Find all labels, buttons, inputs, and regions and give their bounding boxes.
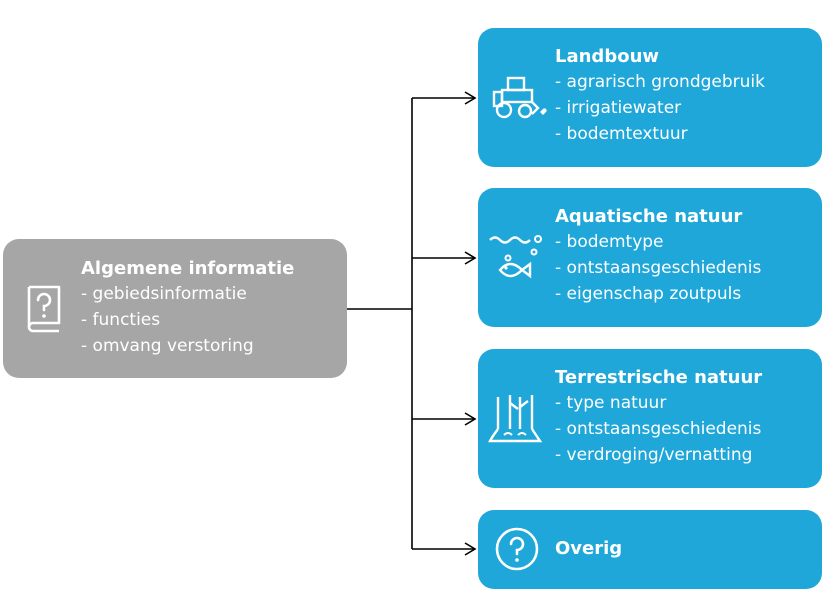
book-question-icon (23, 283, 65, 337)
category-text: Aquatische natuur - bodemtype - ontstaan… (555, 205, 761, 307)
list-item: - type natuur (555, 393, 667, 413)
category-title: Aquatische natuur (555, 206, 743, 227)
category-title: Overig (555, 538, 623, 559)
category-title: Terrestrische natuur (555, 367, 763, 388)
general-info-text: Algemene informatie - gebiedsinformatie … (81, 257, 294, 359)
list-item: - ontstaansgeschiedenis (555, 258, 762, 278)
list-item: - gebiedsinformatie (81, 284, 247, 304)
fish-water-icon (488, 228, 548, 292)
category-text: Overig (555, 537, 622, 561)
question-circle-icon (494, 526, 540, 576)
category-box-landbouw: Landbouw - agrarisch grondgebruik - irri… (478, 28, 822, 167)
category-box-terrestrische-natuur: Terrestrische natuur - type natuur - ont… (478, 349, 822, 488)
category-box-aquatische-natuur: Aquatische natuur - bodemtype - ontstaan… (478, 188, 822, 327)
tree-stump-icon (488, 391, 544, 451)
list-item: - bodemtextuur (555, 124, 688, 144)
list-item: - omvang verstoring (81, 336, 254, 356)
tractor-icon (492, 74, 548, 126)
list-item: - verdroging/vernatting (555, 445, 753, 465)
category-text: Landbouw - agrarisch grondgebruik - irri… (555, 45, 765, 147)
general-info-title: Algemene informatie (81, 258, 295, 279)
general-info-box: Algemene informatie - gebiedsinformatie … (3, 239, 347, 378)
list-item: - functies (81, 310, 161, 330)
category-title: Landbouw (555, 46, 660, 67)
list-item: - ontstaansgeschiedenis (555, 419, 762, 439)
category-text: Terrestrische natuur - type natuur - ont… (555, 366, 762, 468)
category-box-overig: Overig (478, 510, 822, 589)
list-item: - bodemtype (555, 232, 664, 252)
list-item: - agrarisch grondgebruik (555, 72, 765, 92)
list-item: - eigenschap zoutpuls (555, 284, 742, 304)
list-item: - irrigatiewater (555, 98, 682, 118)
